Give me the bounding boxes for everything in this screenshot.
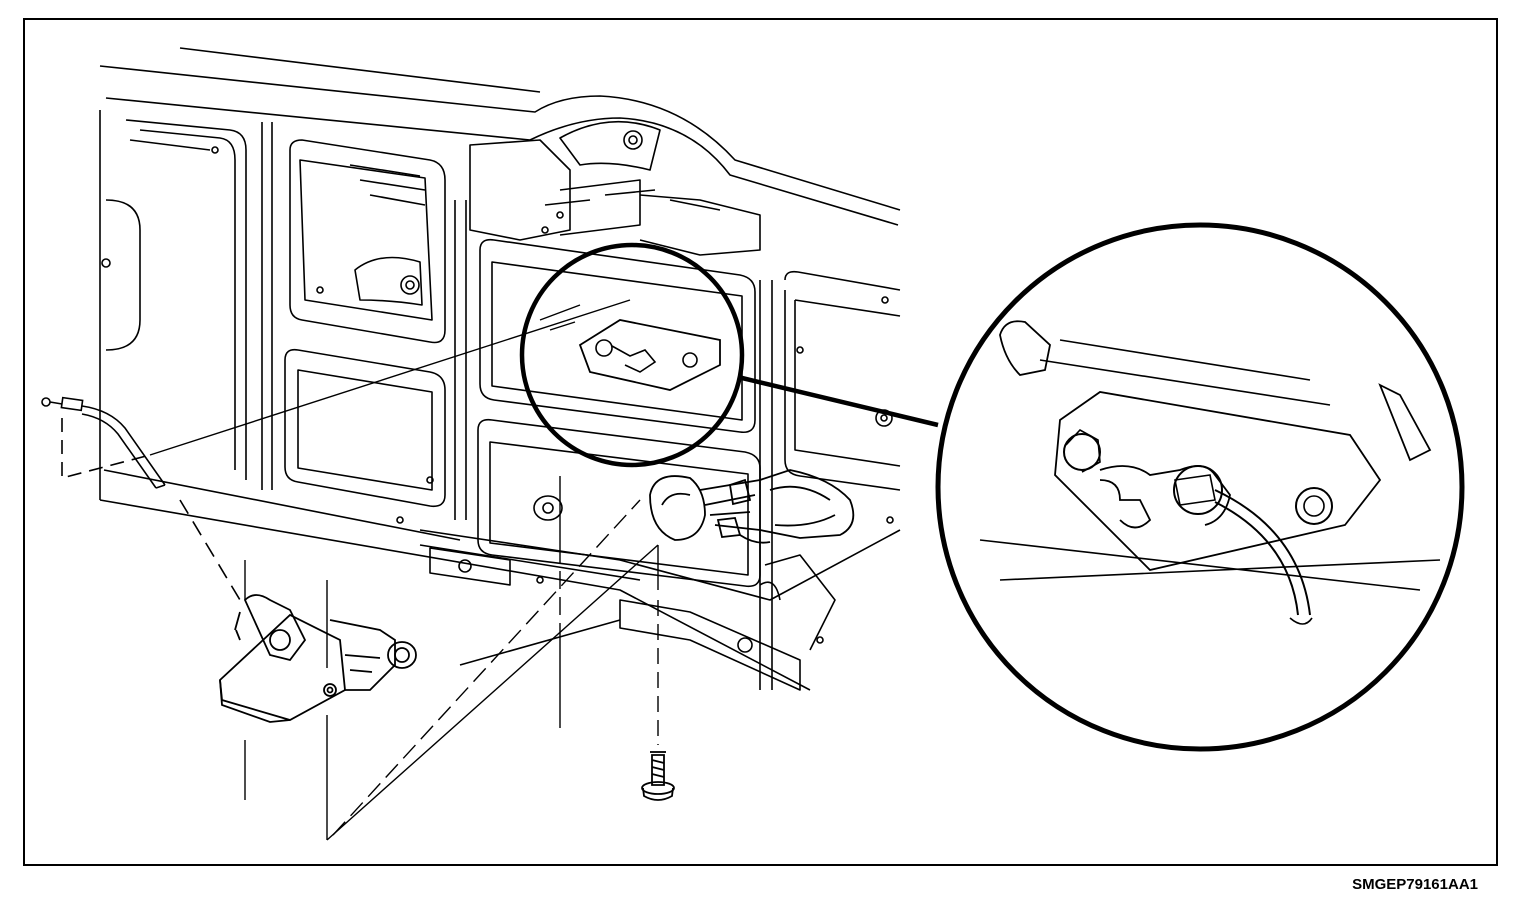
latch-cable [41, 299, 631, 601]
liftgate-inner-panel [99, 47, 901, 691]
magnifier-circle [519, 242, 745, 468]
figure-id-label: SMGEP79161AA1 [1352, 876, 1478, 893]
detail-callout [935, 222, 1465, 752]
detail-leader-line [741, 375, 939, 428]
wire-harness-connector [649, 469, 855, 544]
latch-leader-lines [244, 476, 659, 841]
bolt-icon [641, 751, 675, 801]
diagram-border [23, 18, 1498, 866]
latch-assembly [219, 594, 417, 723]
